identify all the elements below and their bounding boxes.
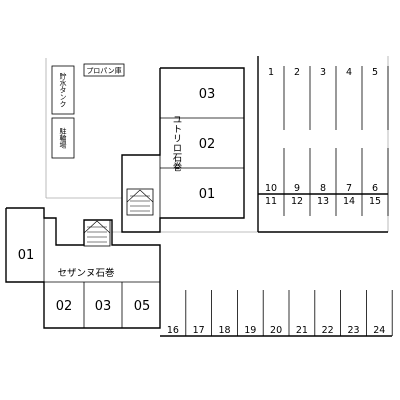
- parking-slot-bottom-6: 22: [322, 325, 334, 336]
- parking-slot-top-3: 4: [346, 67, 352, 78]
- facilities: [51, 63, 125, 159]
- parking-slot-mid-upper-2: 8: [320, 183, 326, 194]
- site-boundary: [45, 56, 389, 233]
- parking-slot-mid-upper-3: 7: [346, 183, 352, 194]
- bicycle-parking: [51, 117, 75, 159]
- building-south: [5, 207, 161, 329]
- north-unit-03: 03: [199, 87, 216, 102]
- parking-slot-bottom-3: 19: [244, 325, 256, 336]
- parking-slot-bottom-1: 17: [193, 325, 205, 336]
- parking-slot-mid-lower-1: 12: [291, 196, 303, 207]
- parking-slot-mid-upper-4: 6: [372, 183, 378, 194]
- bike-label: 駐輪場: [59, 127, 67, 150]
- parking-lines: [160, 56, 393, 337]
- parking-slot-bottom-5: 21: [296, 325, 308, 336]
- propane-label: プロパン庫: [86, 66, 121, 75]
- stairs-south: [83, 219, 111, 247]
- water-tank: [51, 65, 75, 115]
- stairs-north: [126, 188, 154, 216]
- parking-slot-mid-lower-0: 11: [265, 196, 277, 207]
- parking-slot-top-2: 3: [320, 67, 326, 78]
- south-building-name: セザンヌ石巻: [57, 267, 115, 279]
- labels: プロパン庫 貯水タンク 駐輪場 ユトリロ石巻 03 02 01 01 セザンヌ石…: [18, 66, 216, 314]
- north-building-name: ユトリロ石巻: [171, 115, 183, 172]
- south-unit-02: 02: [56, 299, 73, 314]
- south-unit-03: 03: [95, 299, 112, 314]
- north-unit-02: 02: [199, 137, 216, 152]
- south-unit-01: 01: [18, 248, 35, 263]
- parking-slot-mid-upper-0: 10: [265, 183, 277, 194]
- tank-label: 貯水タンク: [59, 72, 67, 108]
- parking-slot-bottom-0: 16: [167, 325, 179, 336]
- parking-slot-mid-lower-3: 14: [343, 196, 355, 207]
- parking-slot-top-4: 5: [372, 67, 378, 78]
- north-unit-01: 01: [199, 187, 216, 202]
- parking-slot-bottom-7: 23: [347, 325, 359, 336]
- parking-slot-mid-lower-4: 15: [369, 196, 381, 207]
- parking-slot-bottom-4: 20: [270, 325, 282, 336]
- parking-slot-top-0: 1: [268, 67, 274, 78]
- parking-slot-top-1: 2: [294, 67, 300, 78]
- parking-slot-bottom-8: 24: [373, 325, 385, 336]
- parking-slot-bottom-2: 18: [218, 325, 230, 336]
- parking-slot-mid-lower-2: 13: [317, 196, 329, 207]
- south-unit-05: 05: [134, 299, 151, 314]
- building-north: [121, 67, 245, 233]
- propane-storage: [83, 63, 125, 77]
- parking-slot-mid-upper-1: 9: [294, 183, 300, 194]
